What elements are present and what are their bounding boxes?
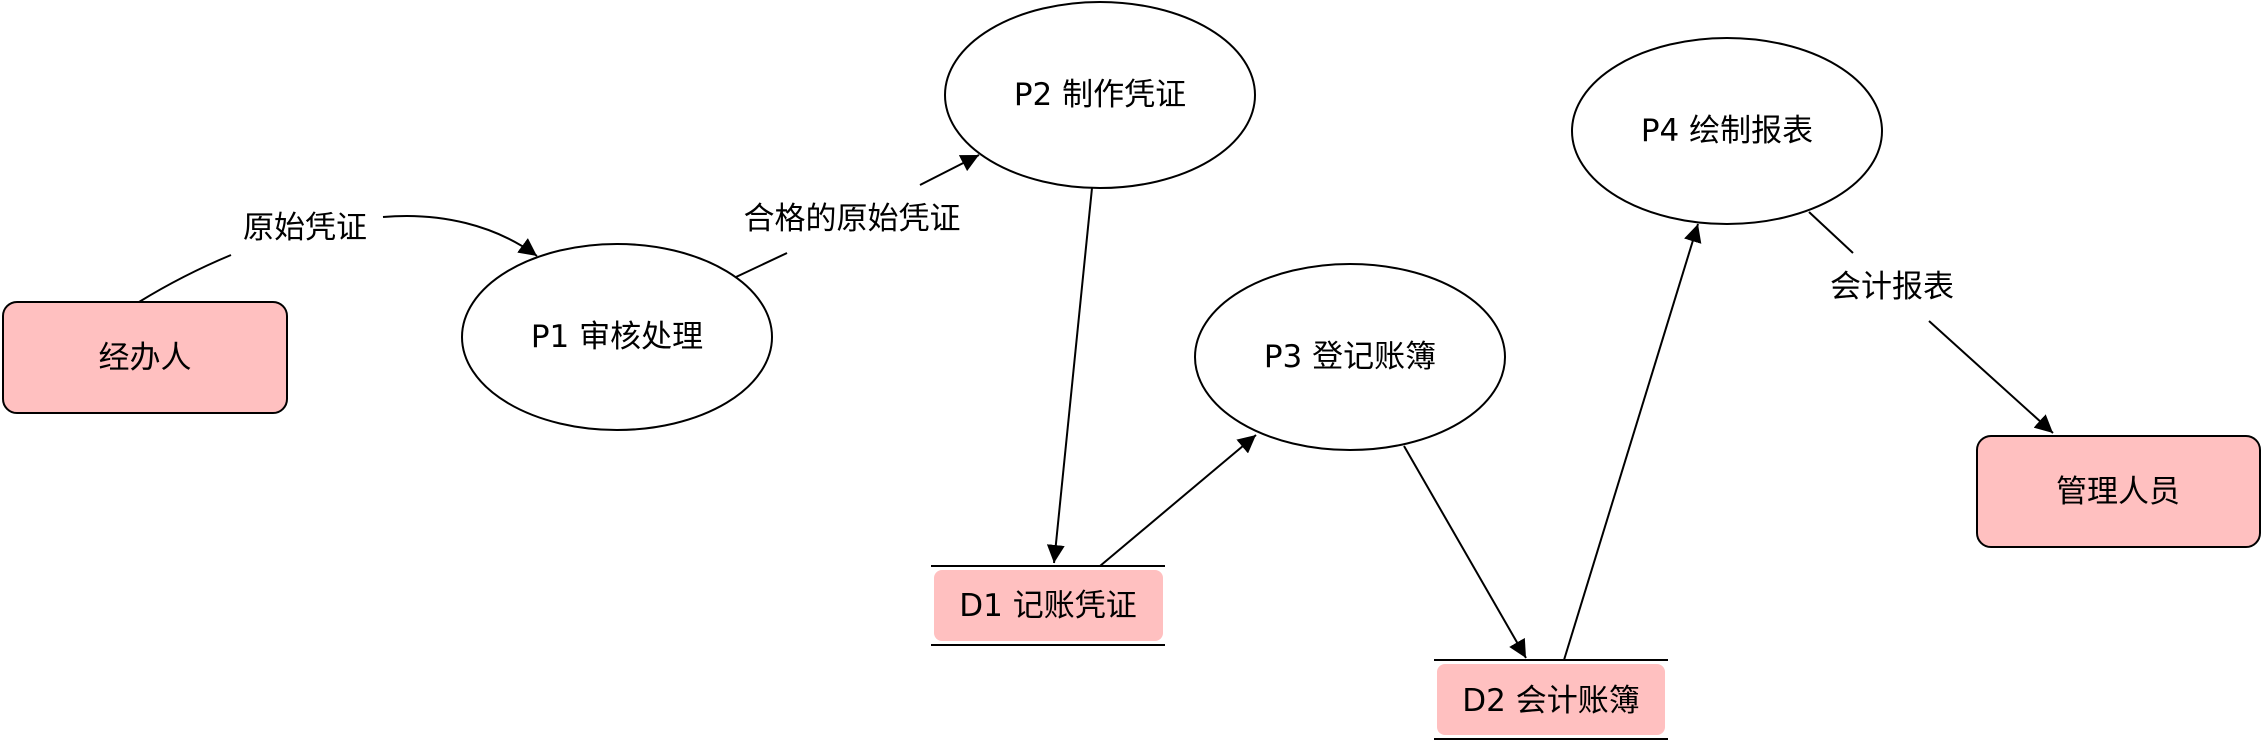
flow-p1-to-p2: 合格的原始凭证 <box>735 154 980 278</box>
data-store-d2-fill <box>1437 664 1665 735</box>
flow-p4-to-manager-line-end <box>1928 320 2054 434</box>
flow-p4-to-manager-label: 会计报表 <box>1830 269 1954 305</box>
process-p3: P3 登记账簿 <box>1194 263 1506 451</box>
flow-p1-to-p2-line-end <box>919 154 980 186</box>
external-entity-handler: 经办人 <box>2 301 288 414</box>
external-entity-handler-label: 经办人 <box>99 340 192 376</box>
flow-handler-to-p1-line-end <box>382 214 538 257</box>
flow-d1-to-p3 <box>1099 434 1257 567</box>
process-p3-label: P3 登记账簿 <box>1264 339 1436 375</box>
external-entity-manager-label: 管理人员 <box>2056 474 2180 510</box>
flow-handler-to-p1-line-start <box>138 254 232 303</box>
data-store-d2-label: D2 会计账簿 <box>1462 683 1639 719</box>
flow-d2-to-p4 <box>1563 223 1702 661</box>
process-p1: P1 审核处理 <box>461 243 773 431</box>
process-p2-label: P2 制作凭证 <box>1014 77 1186 113</box>
process-p4-ellipse <box>1571 37 1883 225</box>
process-p3-ellipse <box>1194 263 1506 451</box>
process-p1-ellipse <box>461 243 773 431</box>
data-store-d1: D1 记账凭证 <box>931 565 1165 646</box>
flow-p2-to-d1 <box>1046 187 1093 564</box>
external-entity-manager-box <box>1976 435 2261 548</box>
flow-p3-to-d2 <box>1403 445 1527 659</box>
data-store-d1-label: D1 记账凭证 <box>959 588 1136 624</box>
external-entity-manager: 管理人员 <box>1976 435 2261 548</box>
flow-p4-to-manager-line-start <box>1808 211 1854 254</box>
process-p4-label: P4 绘制报表 <box>1641 113 1813 149</box>
flow-p1-to-p2-line-start <box>735 252 788 278</box>
process-p2: P2 制作凭证 <box>944 1 1256 189</box>
data-store-d2: D2 会计账簿 <box>1434 659 1668 740</box>
flow-p4-to-manager: 会计报表 <box>1808 211 2054 434</box>
external-entity-handler-box <box>2 301 288 414</box>
flow-handler-to-p1-label: 原始凭证 <box>243 210 367 246</box>
process-p2-ellipse <box>944 1 1256 189</box>
process-p1-label: P1 审核处理 <box>531 319 703 355</box>
flow-handler-to-p1: 原始凭证 <box>138 210 538 303</box>
flow-p1-to-p2-label: 合格的原始凭证 <box>744 201 961 237</box>
process-p4: P4 绘制报表 <box>1571 37 1883 225</box>
data-store-d1-fill <box>934 570 1163 641</box>
